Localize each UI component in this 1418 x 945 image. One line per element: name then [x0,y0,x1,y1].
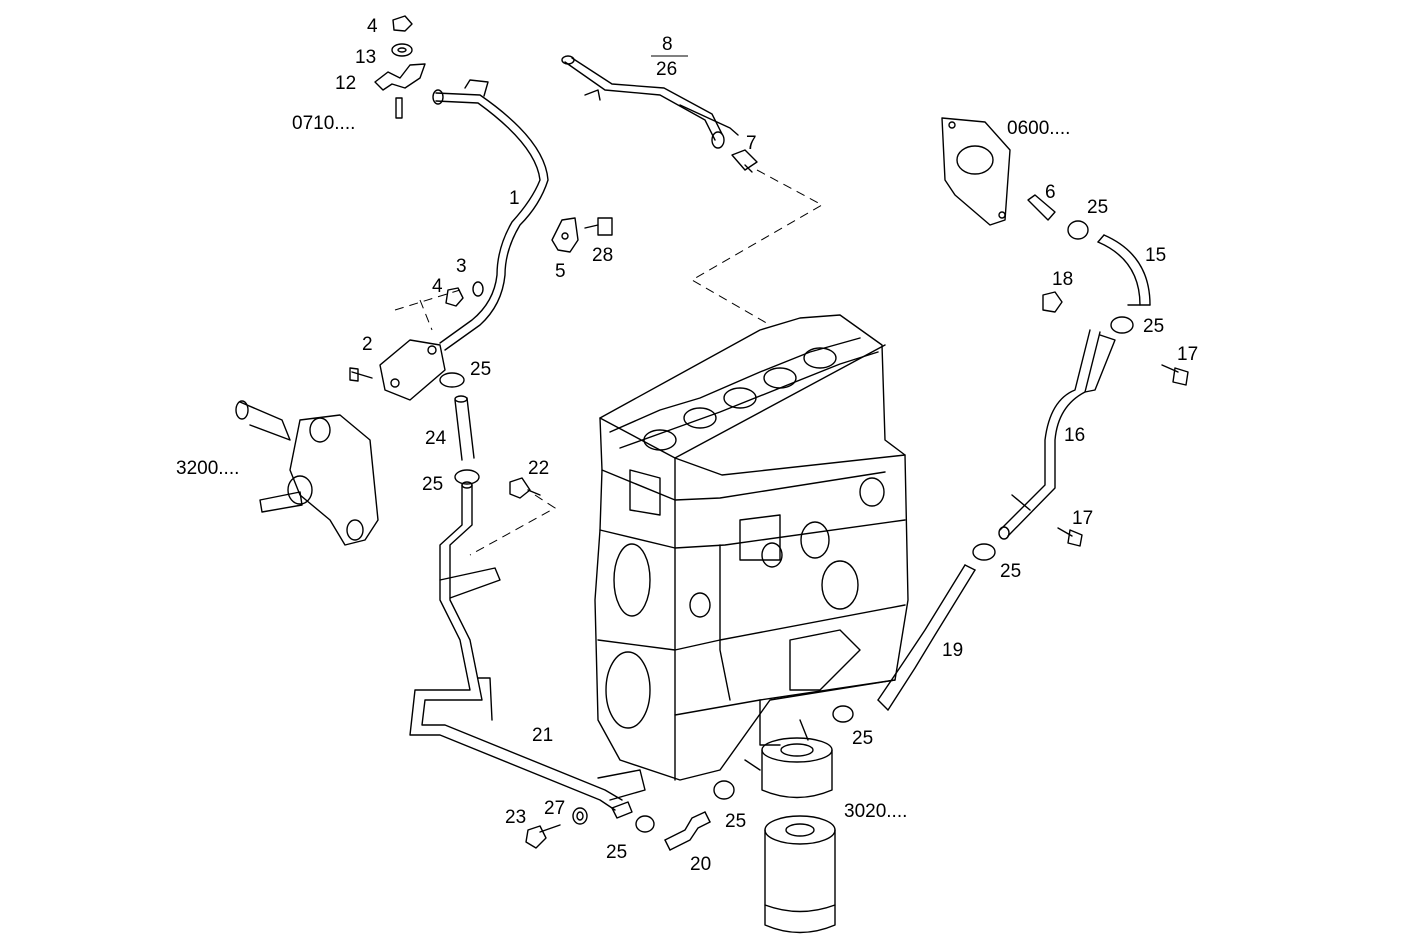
callout-25: 25 [422,474,443,495]
callout-18: 18 [1052,269,1073,290]
callout-4: 4 [367,16,378,37]
leader-lines [394,169,824,556]
pipe-1 [432,79,549,351]
callout-24: 24 [425,428,447,449]
reference-0600: 0600.... [1007,118,1070,139]
reference-3200: 3200.... [176,458,239,479]
flange-2 [349,339,446,401]
callout-8: 8 [662,34,673,55]
reference-3020: 3020.... [844,801,907,822]
callout-13: 13 [355,47,376,68]
callout-19: 19 [942,640,963,661]
callout-22: 22 [528,458,549,479]
hose-20 [664,811,711,851]
sleeve [611,801,633,819]
callout-23: 23 [505,807,526,828]
nut-18 [1042,291,1063,313]
hose-clamps-25 [439,220,1134,833]
callout-5: 5 [555,261,566,282]
oil-filter-housing-3020 [744,719,833,799]
water-pump-3200 [235,400,379,546]
hose-19 [877,564,976,711]
hose-15 [1097,234,1151,306]
callout-25: 25 [725,811,746,832]
oil-filter-3020 [764,815,836,934]
callout-labels: 1 2 3 4 4 13 12 5 28 8 26 7 6 25 15 18 2… [335,16,1198,875]
cover-plate-0600 [941,117,1011,226]
callout-4: 4 [432,276,443,297]
fitting-7 [731,149,758,173]
bolt-17-lower [1057,527,1083,547]
callout-17: 17 [1072,508,1093,529]
callout-21: 21 [532,725,553,746]
callout-12: 12 [335,73,356,94]
clamp-5-bolt-28 [551,217,613,253]
nut-washer-3-4 [445,281,484,307]
callout-28: 28 [592,245,613,266]
fitting-6 [1027,194,1056,221]
clip-12-13-4 [374,15,426,119]
callout-25: 25 [1000,561,1021,582]
callout-15: 15 [1145,245,1166,266]
callout-25: 25 [1143,316,1164,337]
reference-0710: 0710.... [292,113,355,134]
hose-24 [454,395,475,461]
bolt-17-upper [1161,364,1189,386]
pipe-21 [409,481,646,811]
callout-25: 25 [852,728,873,749]
pipe-16 [998,329,1116,540]
bolt-22 [509,477,541,499]
callout-17: 17 [1177,344,1198,365]
callout-3: 3 [456,256,467,277]
callout-1: 1 [509,188,520,209]
callout-7: 7 [746,133,757,154]
callout-27: 27 [544,798,565,819]
washer-27 [572,807,588,825]
callout-25: 25 [606,842,627,863]
callout-6: 6 [1045,182,1056,203]
pipe-8-26 [561,55,739,149]
callout-16: 16 [1064,425,1085,446]
callout-2: 2 [362,334,373,355]
callout-26: 26 [656,59,677,80]
callout-25: 25 [470,359,491,380]
callout-20: 20 [690,854,711,875]
engine-block [594,314,909,781]
bolt-23 [525,824,561,849]
reference-labels: 0710.... 0600.... 3200.... 3020.... [176,113,1070,822]
callout-25: 25 [1087,197,1108,218]
